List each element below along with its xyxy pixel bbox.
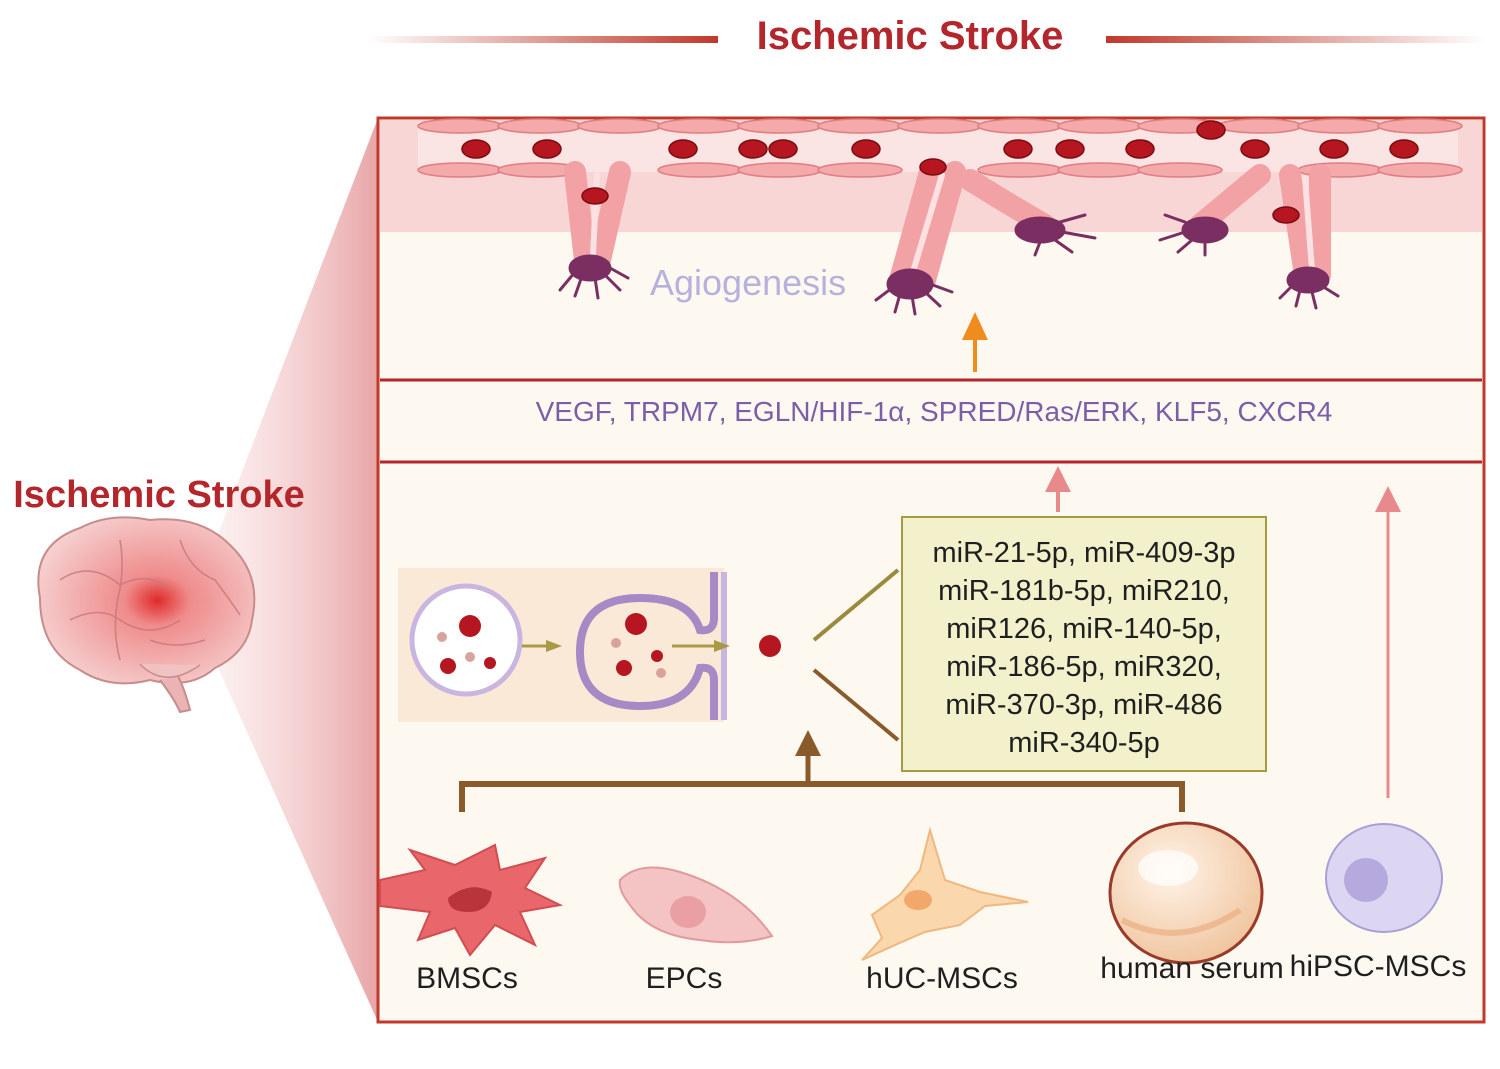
pericyte-icon <box>558 213 1340 316</box>
epc-cell-icon <box>618 866 774 944</box>
arrow-up-orange <box>962 312 988 372</box>
brain-icon <box>37 516 256 714</box>
connector-upper <box>812 568 900 642</box>
arrow-up-brown <box>795 730 821 784</box>
exosome-icon <box>409 583 523 697</box>
serum-sphere-icon <box>1108 821 1264 965</box>
mirna-line: miR-370-3p, miR-486 <box>945 689 1223 721</box>
mirna-line: miR-186-5p, miR320, <box>946 651 1222 683</box>
red-blood-cell-icon <box>461 120 1419 224</box>
top-title: Ischemic Stroke <box>756 14 1064 58</box>
angiogenesis-label: Agiogenesis <box>650 262 847 303</box>
arrow-exosome-right-1 <box>522 640 562 652</box>
label-huc-msc: hUC-MSCs <box>866 962 1018 995</box>
hipsc-msc-cell-icon <box>1325 823 1443 933</box>
arrow-up-pink-mirna <box>1045 466 1071 512</box>
label-hipsc-msc: hiPSC-MSCs <box>1289 950 1467 983</box>
released-exosome <box>759 635 781 657</box>
pathway-label: VEGF, TRPM7, EGLN/HIF-1α, SPRED/Ras/ERK,… <box>535 396 1333 427</box>
label-human-serum: human serum <box>1100 952 1284 985</box>
arrow-exosome-right-2 <box>672 640 730 652</box>
mirna-line: miR-340-5p <box>1008 727 1160 759</box>
zoom-funnel <box>210 118 378 1022</box>
side-title: Ischemic Stroke <box>13 474 305 516</box>
sprouting-vessels <box>564 161 1331 291</box>
label-bmsc: BMSCs <box>416 962 518 995</box>
mirna-line: miR-21-5p, miR-409-3p <box>932 537 1236 569</box>
bmsc-cell-icon <box>379 843 564 957</box>
label-epc: EPCs <box>645 962 723 995</box>
mirna-box: miR-21-5p, miR-409-3p miR-181b-5p, miR21… <box>901 516 1267 772</box>
vessel-wall-cells <box>417 118 1463 178</box>
arrow-up-pink-hipsc <box>1375 486 1401 798</box>
connector-lower <box>812 668 900 742</box>
mirna-line: miR-181b-5p, miR210, <box>938 575 1230 607</box>
mirna-line: miR126, miR-140-5p, <box>946 613 1222 645</box>
title-line-right <box>1106 36 1486 43</box>
title-line-left <box>368 36 718 43</box>
source-bracket <box>459 781 1185 812</box>
huc-msc-cell-icon <box>861 826 1029 961</box>
